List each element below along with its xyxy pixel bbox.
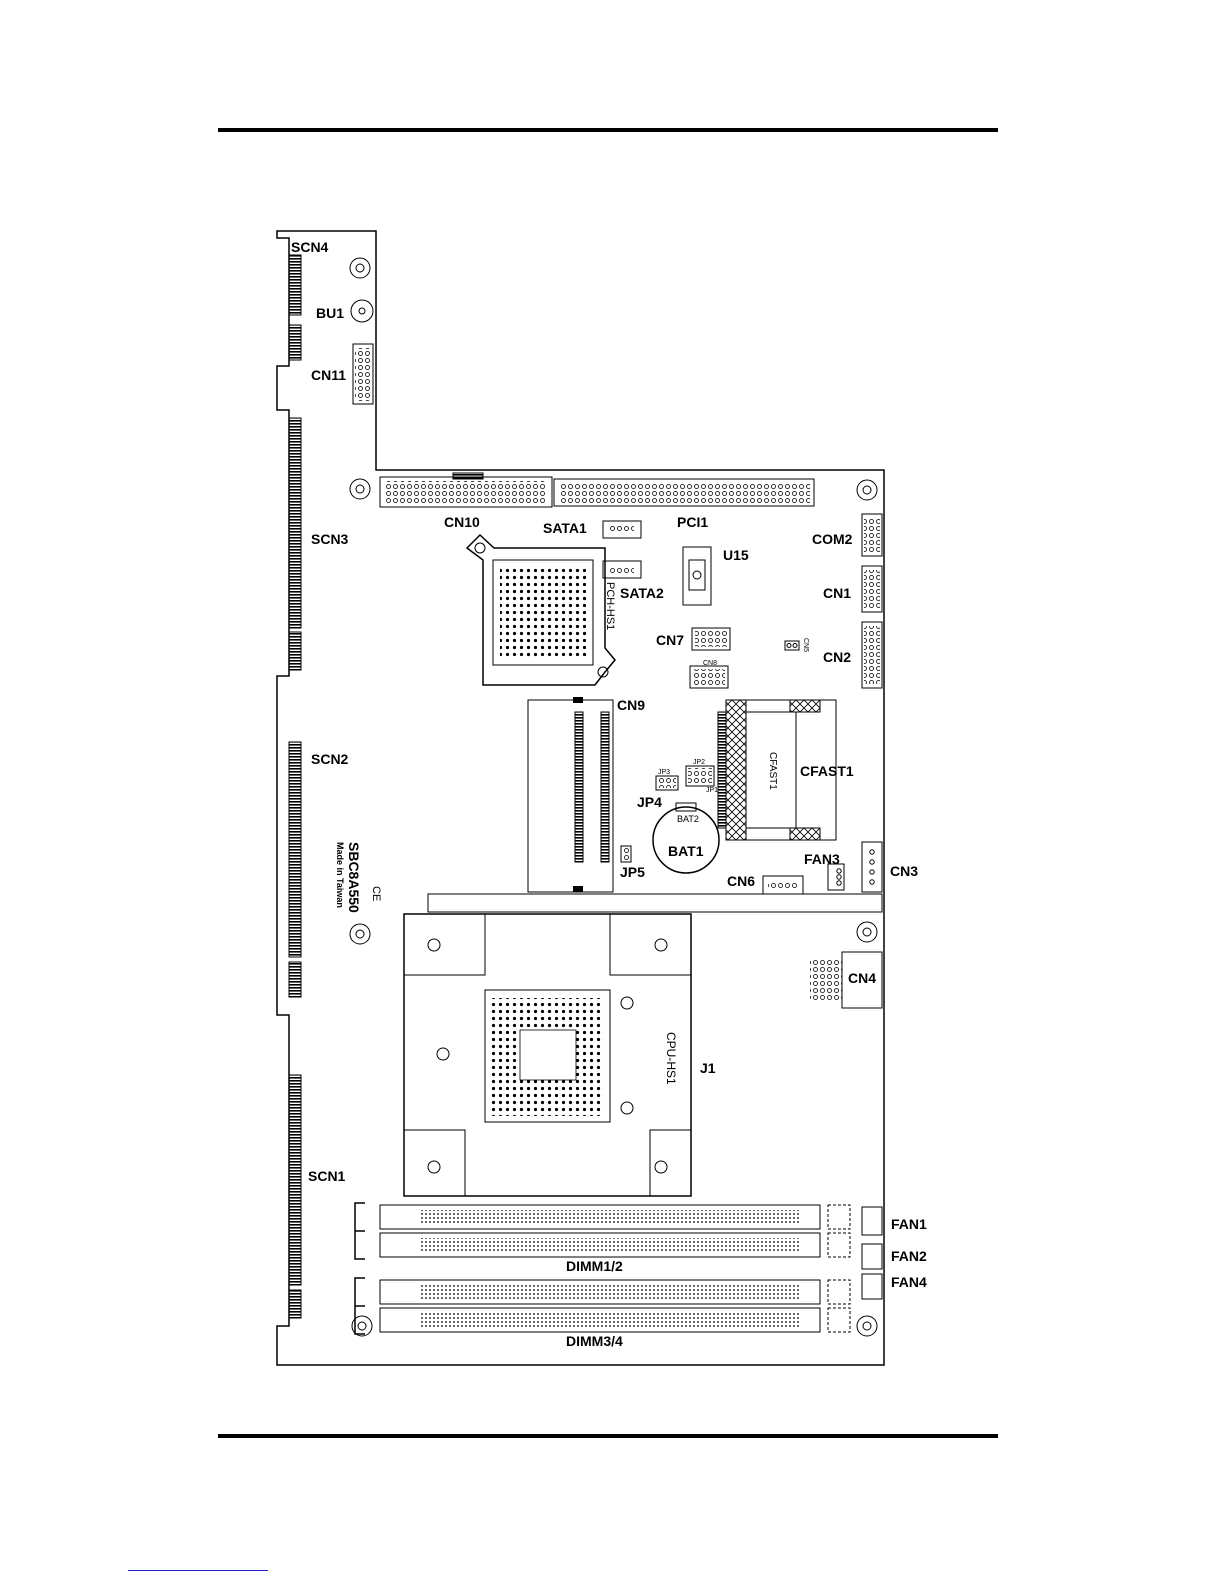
- label-bu1: BU1: [316, 305, 344, 321]
- cn8-header: [690, 666, 728, 688]
- label-scn4: SCN4: [291, 239, 329, 255]
- label-dimm12: DIMM1/2: [566, 1258, 623, 1274]
- label-fan1: FAN1: [891, 1216, 927, 1232]
- u15-chip: [683, 547, 711, 605]
- label-scn3: SCN3: [311, 531, 349, 547]
- board-model: SBC8A550: [346, 842, 362, 913]
- label-j1: J1: [700, 1060, 716, 1076]
- cn6-connector: [763, 876, 803, 894]
- label-cn6: CN6: [727, 873, 755, 889]
- label-cn7: CN7: [656, 632, 684, 648]
- label-cpu-hs1: CPU-HS1: [664, 1032, 678, 1085]
- sata1-connector: [603, 521, 641, 538]
- label-pci1: PCI1: [677, 514, 708, 530]
- label-fan2: FAN2: [891, 1248, 927, 1264]
- cn10-connector: [380, 473, 552, 507]
- ce-mark: CE: [370, 886, 382, 901]
- label-dimm34: DIMM3/4: [566, 1333, 623, 1349]
- com2-header: [862, 514, 882, 556]
- label-bat1: BAT1: [668, 843, 704, 859]
- edge-scn3: [289, 418, 301, 670]
- cn5-header: [785, 641, 799, 650]
- label-jp1: JP1: [706, 787, 718, 794]
- label-fan3: FAN3: [804, 851, 840, 867]
- label-cn9: CN9: [617, 697, 645, 713]
- label-cn1: CN1: [823, 585, 851, 601]
- bu1-buzzer: [351, 300, 373, 322]
- label-bat2: BAT2: [677, 814, 699, 824]
- label-cn5: CN5: [802, 638, 809, 652]
- sata2-connector: [603, 561, 641, 578]
- edge-scn1: [289, 1075, 301, 1318]
- label-com2: COM2: [812, 531, 853, 547]
- edge-scn4: [289, 255, 301, 360]
- label-sata2: SATA2: [620, 585, 664, 601]
- label-cn3: CN3: [890, 863, 918, 879]
- label-scn1: SCN1: [308, 1168, 346, 1184]
- label-jp3: JP3: [658, 769, 670, 776]
- label-cn2: CN2: [823, 649, 851, 665]
- cn2-header: [862, 622, 882, 688]
- label-jp4: JP4: [637, 794, 662, 810]
- fan-headers: [862, 1207, 882, 1299]
- label-u15: U15: [723, 547, 749, 563]
- label-scn2: SCN2: [311, 751, 349, 767]
- label-cn8: CN8: [703, 660, 717, 667]
- board-origin: Made in Taiwan: [335, 842, 345, 908]
- label-fan4: FAN4: [891, 1274, 927, 1290]
- label-cfast1-silk: CFAST1: [767, 752, 778, 790]
- cn11-header: [353, 344, 373, 404]
- label-cn4: CN4: [848, 970, 876, 986]
- label-cfast1: CFAST1: [800, 763, 854, 779]
- pci1-connector: [554, 479, 814, 506]
- label-sata1: SATA1: [543, 520, 587, 536]
- fan3-header: [828, 864, 844, 890]
- pch-heatsink: [467, 535, 615, 685]
- label-pch-hs1: PCH-HS1: [604, 582, 616, 630]
- cn9-slot: [528, 697, 613, 892]
- cn7-header: [692, 628, 730, 650]
- label-jp2: JP2: [693, 759, 705, 766]
- edge-scn2: [289, 742, 301, 997]
- label-jp5: JP5: [620, 864, 645, 880]
- cn1-header: [862, 566, 882, 612]
- cn3-header: [862, 842, 882, 892]
- label-cn10: CN10: [444, 514, 480, 530]
- label-cn11: CN11: [311, 367, 346, 383]
- expansion-bar: [428, 894, 882, 912]
- j1-cpu-socket: [485, 990, 610, 1122]
